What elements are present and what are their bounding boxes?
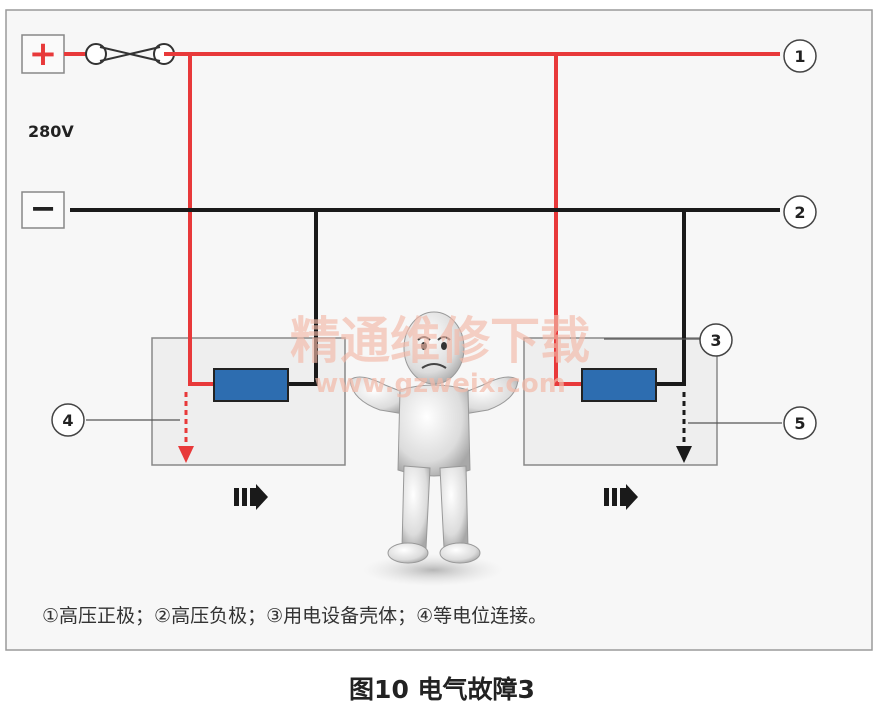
- watermark-url: www.gzweix.com: [314, 369, 566, 399]
- negative-terminal-box: [21, 191, 65, 229]
- component-right: [581, 368, 657, 402]
- svg-text:4: 4: [62, 411, 73, 430]
- callout-3: 3: [699, 323, 733, 357]
- watermark-chinese: 精通维修下载: [290, 312, 590, 370]
- negative-rail: [70, 208, 780, 386]
- callout-2: 2: [783, 195, 817, 229]
- negative-terminal-symbol: −: [30, 189, 57, 227]
- svg-text:3: 3: [710, 331, 721, 350]
- fault-arrow-left: [178, 392, 194, 463]
- legend-text: ①高压正极；②高压负极；③用电设备壳体；④等电位连接。: [42, 605, 547, 627]
- svg-text:1: 1: [794, 47, 805, 66]
- positive-rail: [164, 52, 780, 386]
- flow-chevron-right: [604, 484, 638, 510]
- positive-terminal-box: [21, 34, 65, 74]
- callout-4: 4: [51, 403, 85, 437]
- person-figure: [349, 311, 519, 586]
- fault-arrow-right: [676, 392, 692, 463]
- callout-1: 1: [783, 39, 817, 73]
- callout-5: 5: [783, 406, 817, 440]
- figure-caption: 图10 电气故障3: [349, 675, 535, 704]
- positive-terminal-symbol: +: [29, 34, 58, 74]
- component-left: [213, 368, 289, 402]
- flow-chevron-left: [234, 484, 268, 510]
- svg-text:5: 5: [794, 414, 805, 433]
- svg-text:2: 2: [794, 203, 805, 222]
- voltage-label: 280V: [28, 122, 74, 141]
